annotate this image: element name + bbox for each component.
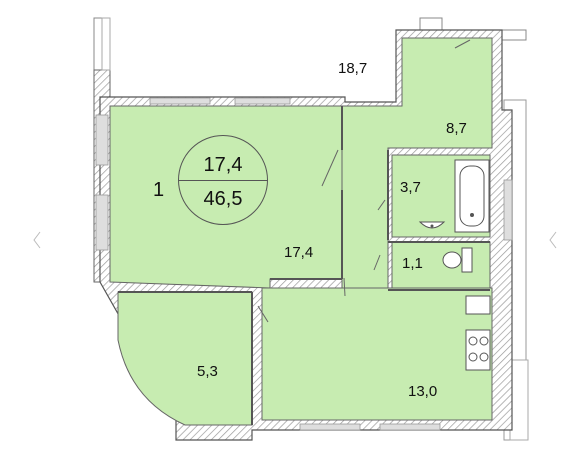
edge-markers	[33, 231, 557, 249]
sink	[418, 221, 446, 229]
living-area-value: 17,4	[203, 154, 243, 176]
room-label-bathroom: 3,7	[400, 179, 421, 196]
bathtub	[454, 159, 490, 233]
room-label-loggia: 5,3	[197, 363, 218, 380]
partitions	[118, 106, 490, 425]
apartment-area-badge: 17,4 46,5	[178, 135, 268, 225]
room-label-living-room: 17,4	[284, 244, 314, 261]
room-label-toilet: 1,1	[402, 255, 423, 272]
windows	[95, 97, 513, 431]
badge-divider	[179, 180, 267, 181]
kitchen-fixtures	[465, 295, 491, 371]
room-label-kitchen: 13,0	[408, 383, 438, 400]
room-label-balcony-top: 18,7	[338, 60, 368, 77]
room-label-hall: 8,7	[446, 120, 467, 137]
total-area-value: 46,5	[203, 188, 243, 210]
toilet-fixture	[442, 247, 473, 273]
floor-areas	[109, 37, 493, 426]
door-swings	[257, 39, 471, 323]
rooms-count: 1	[153, 179, 165, 201]
